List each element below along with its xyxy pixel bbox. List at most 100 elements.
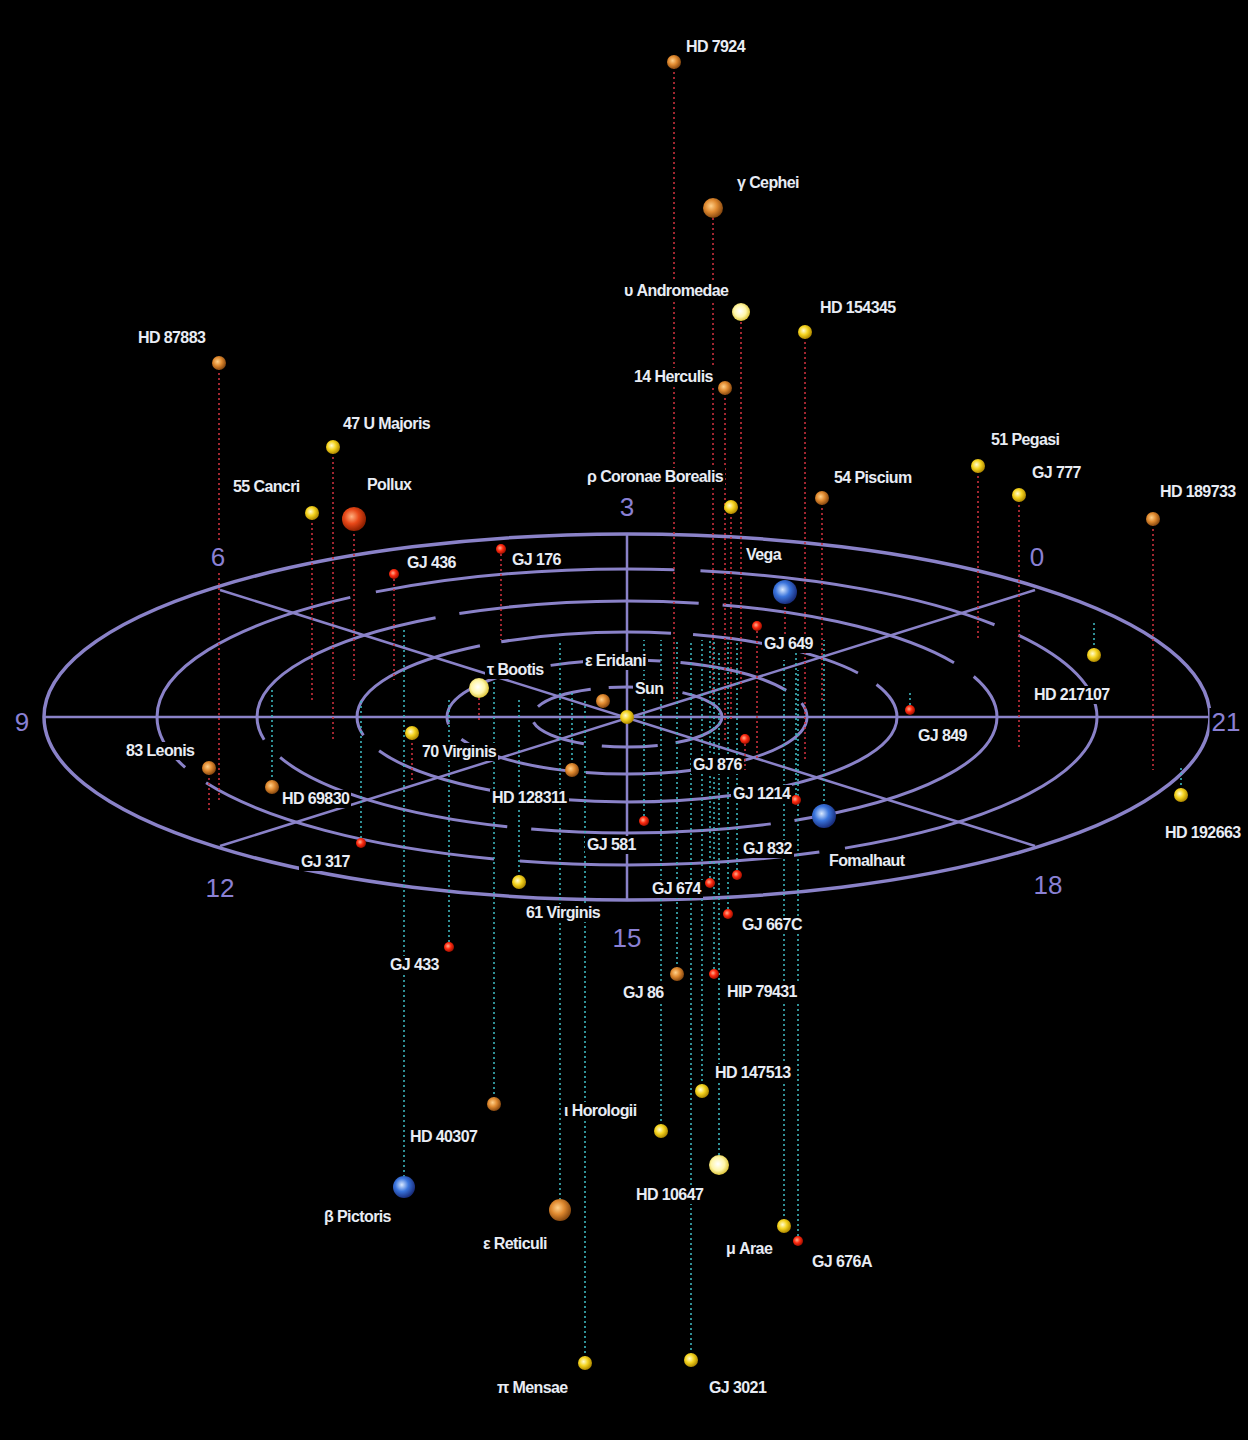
projection-line: [559, 640, 561, 1210]
hour-number: 12: [204, 874, 237, 902]
projection-line: [724, 388, 726, 740]
hour-number: 21: [1210, 708, 1243, 736]
star-dot: [620, 710, 634, 724]
star-label: GJ 674: [650, 880, 703, 898]
star-dot: [393, 1176, 415, 1198]
star-label: HD 192663: [1163, 824, 1243, 842]
star-label: HD 10647: [634, 1186, 705, 1204]
star-label: 51 Pegasi: [989, 431, 1061, 449]
star-dot: [487, 1097, 501, 1111]
star-label: GJ 1214: [731, 785, 792, 803]
star-dot: [732, 303, 750, 321]
star-dot: [596, 694, 610, 708]
star-label: 55 Cancri: [231, 478, 302, 496]
projection-line: [403, 630, 405, 1187]
star-label: GJ 667C: [740, 916, 804, 934]
projection-line: [797, 670, 799, 1241]
star-dot: [512, 875, 526, 889]
star-label: HD 87883: [136, 329, 207, 347]
star-label: HD 69830: [280, 790, 351, 808]
star-label: GJ 676A: [810, 1253, 874, 1271]
projection-line: [1018, 495, 1020, 750]
star-dot: [1087, 648, 1101, 662]
star-dot: [684, 1353, 698, 1367]
star-dot: [356, 838, 366, 848]
star-dot: [777, 1219, 791, 1233]
star-label: ε Reticuli: [481, 1235, 549, 1253]
star-dot: [342, 507, 366, 531]
star-label: GJ 777: [1030, 464, 1083, 482]
projection-line: [727, 640, 729, 914]
star-label: 83 Leonis: [124, 742, 196, 760]
projection-line: [690, 640, 692, 1360]
star-dot: [709, 1155, 729, 1175]
hour-number: 18: [1032, 871, 1065, 899]
star-dot: [724, 500, 738, 514]
star-label: GJ 317: [299, 853, 352, 871]
star-dot: [265, 780, 279, 794]
star-dot: [565, 763, 579, 777]
star-label: 14 Herculis: [632, 368, 715, 386]
projection-line: [584, 700, 586, 1363]
star-label: HD 189733: [1158, 483, 1238, 501]
projection-line: [411, 733, 413, 780]
hour-number: 3: [618, 493, 636, 521]
projection-line: [1152, 519, 1154, 770]
projection-line: [823, 640, 825, 816]
star-dot: [709, 969, 719, 979]
projection-line: [571, 690, 573, 770]
star-label: Vega: [744, 546, 783, 564]
star-dot: [703, 198, 723, 218]
projection-line: [713, 640, 715, 974]
projection-line: [332, 447, 334, 740]
projection-line: [360, 700, 362, 843]
star-dot: [718, 381, 732, 395]
star-dot: [202, 761, 216, 775]
star-dot: [639, 816, 649, 826]
star-label: ι Horologii: [562, 1102, 639, 1120]
star-label: GJ 581: [585, 836, 638, 854]
star-dot: [732, 870, 742, 880]
projection-line: [676, 640, 678, 974]
star-label: β Pictoris: [322, 1208, 393, 1226]
star-label: υ Andromedae: [622, 282, 730, 300]
star-label: τ Bootis: [485, 661, 546, 679]
projection-line: [311, 513, 313, 700]
star-dot: [752, 621, 762, 631]
star-dot: [654, 1124, 668, 1138]
projection-line: [353, 519, 355, 680]
star-label: ρ Coronae Borealis: [585, 468, 725, 486]
star-dot: [971, 459, 985, 473]
star-label: π Mensae: [495, 1379, 570, 1397]
star-label: GJ 876: [691, 756, 744, 774]
star-dot: [444, 942, 454, 952]
star-label: μ Arae: [724, 1240, 774, 1258]
star-label: HD 217107: [1032, 686, 1112, 704]
star-dot: [695, 1084, 709, 1098]
projection-line: [393, 574, 395, 680]
projection-line: [740, 312, 742, 690]
star-label: Pollux: [365, 476, 413, 494]
star-dot: [469, 678, 489, 698]
projection-line: [730, 507, 732, 720]
projection-line: [756, 626, 758, 760]
star-dot: [798, 325, 812, 339]
star-label: GJ 176: [510, 551, 563, 569]
star-dot: [1174, 788, 1188, 802]
projection-line: [804, 332, 806, 760]
star-dot: [815, 491, 829, 505]
star-dot: [773, 580, 797, 604]
star-dot: [405, 726, 419, 740]
star-dot: [1012, 488, 1026, 502]
hour-number: 15: [611, 924, 644, 952]
star-label: GJ 832: [741, 840, 794, 858]
star-label: HD 7924: [684, 38, 747, 56]
projection-line: [783, 660, 785, 1226]
star-dot: [791, 795, 801, 805]
projection-line: [271, 690, 273, 787]
projection-line: [977, 466, 979, 640]
star-dot: [389, 569, 399, 579]
hour-number: 9: [13, 708, 31, 736]
projection-line: [500, 549, 502, 640]
